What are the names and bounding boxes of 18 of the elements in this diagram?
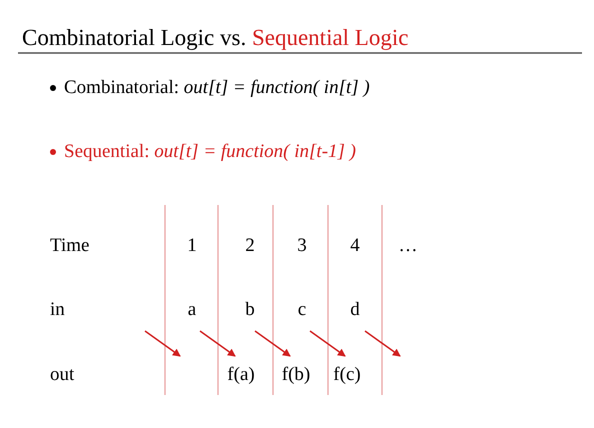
table-value: f(b) — [282, 364, 310, 386]
bullet-text: Combinatorial: out[t] = function( in[t] ) — [64, 77, 370, 99]
table-value: c — [298, 299, 306, 321]
table-value: 1 — [187, 235, 197, 257]
row-label: out — [50, 364, 74, 386]
table-value: b — [245, 299, 255, 321]
table-value: 3 — [297, 235, 307, 257]
row-label: in — [50, 299, 65, 321]
table-value: f(c) — [333, 364, 361, 386]
table-value: … — [398, 235, 418, 257]
table-value: d — [350, 299, 360, 321]
slide-title: Combinatorial Logic vs. Sequential Logic — [22, 25, 408, 51]
table-value: 4 — [350, 235, 360, 257]
table-value: a — [188, 299, 196, 321]
bullet-text: Sequential: out[t] = function( in[t-1] ) — [64, 141, 356, 163]
table-value: 2 — [245, 235, 255, 257]
row-label: Time — [50, 235, 90, 257]
table-value: f(a) — [227, 364, 255, 386]
